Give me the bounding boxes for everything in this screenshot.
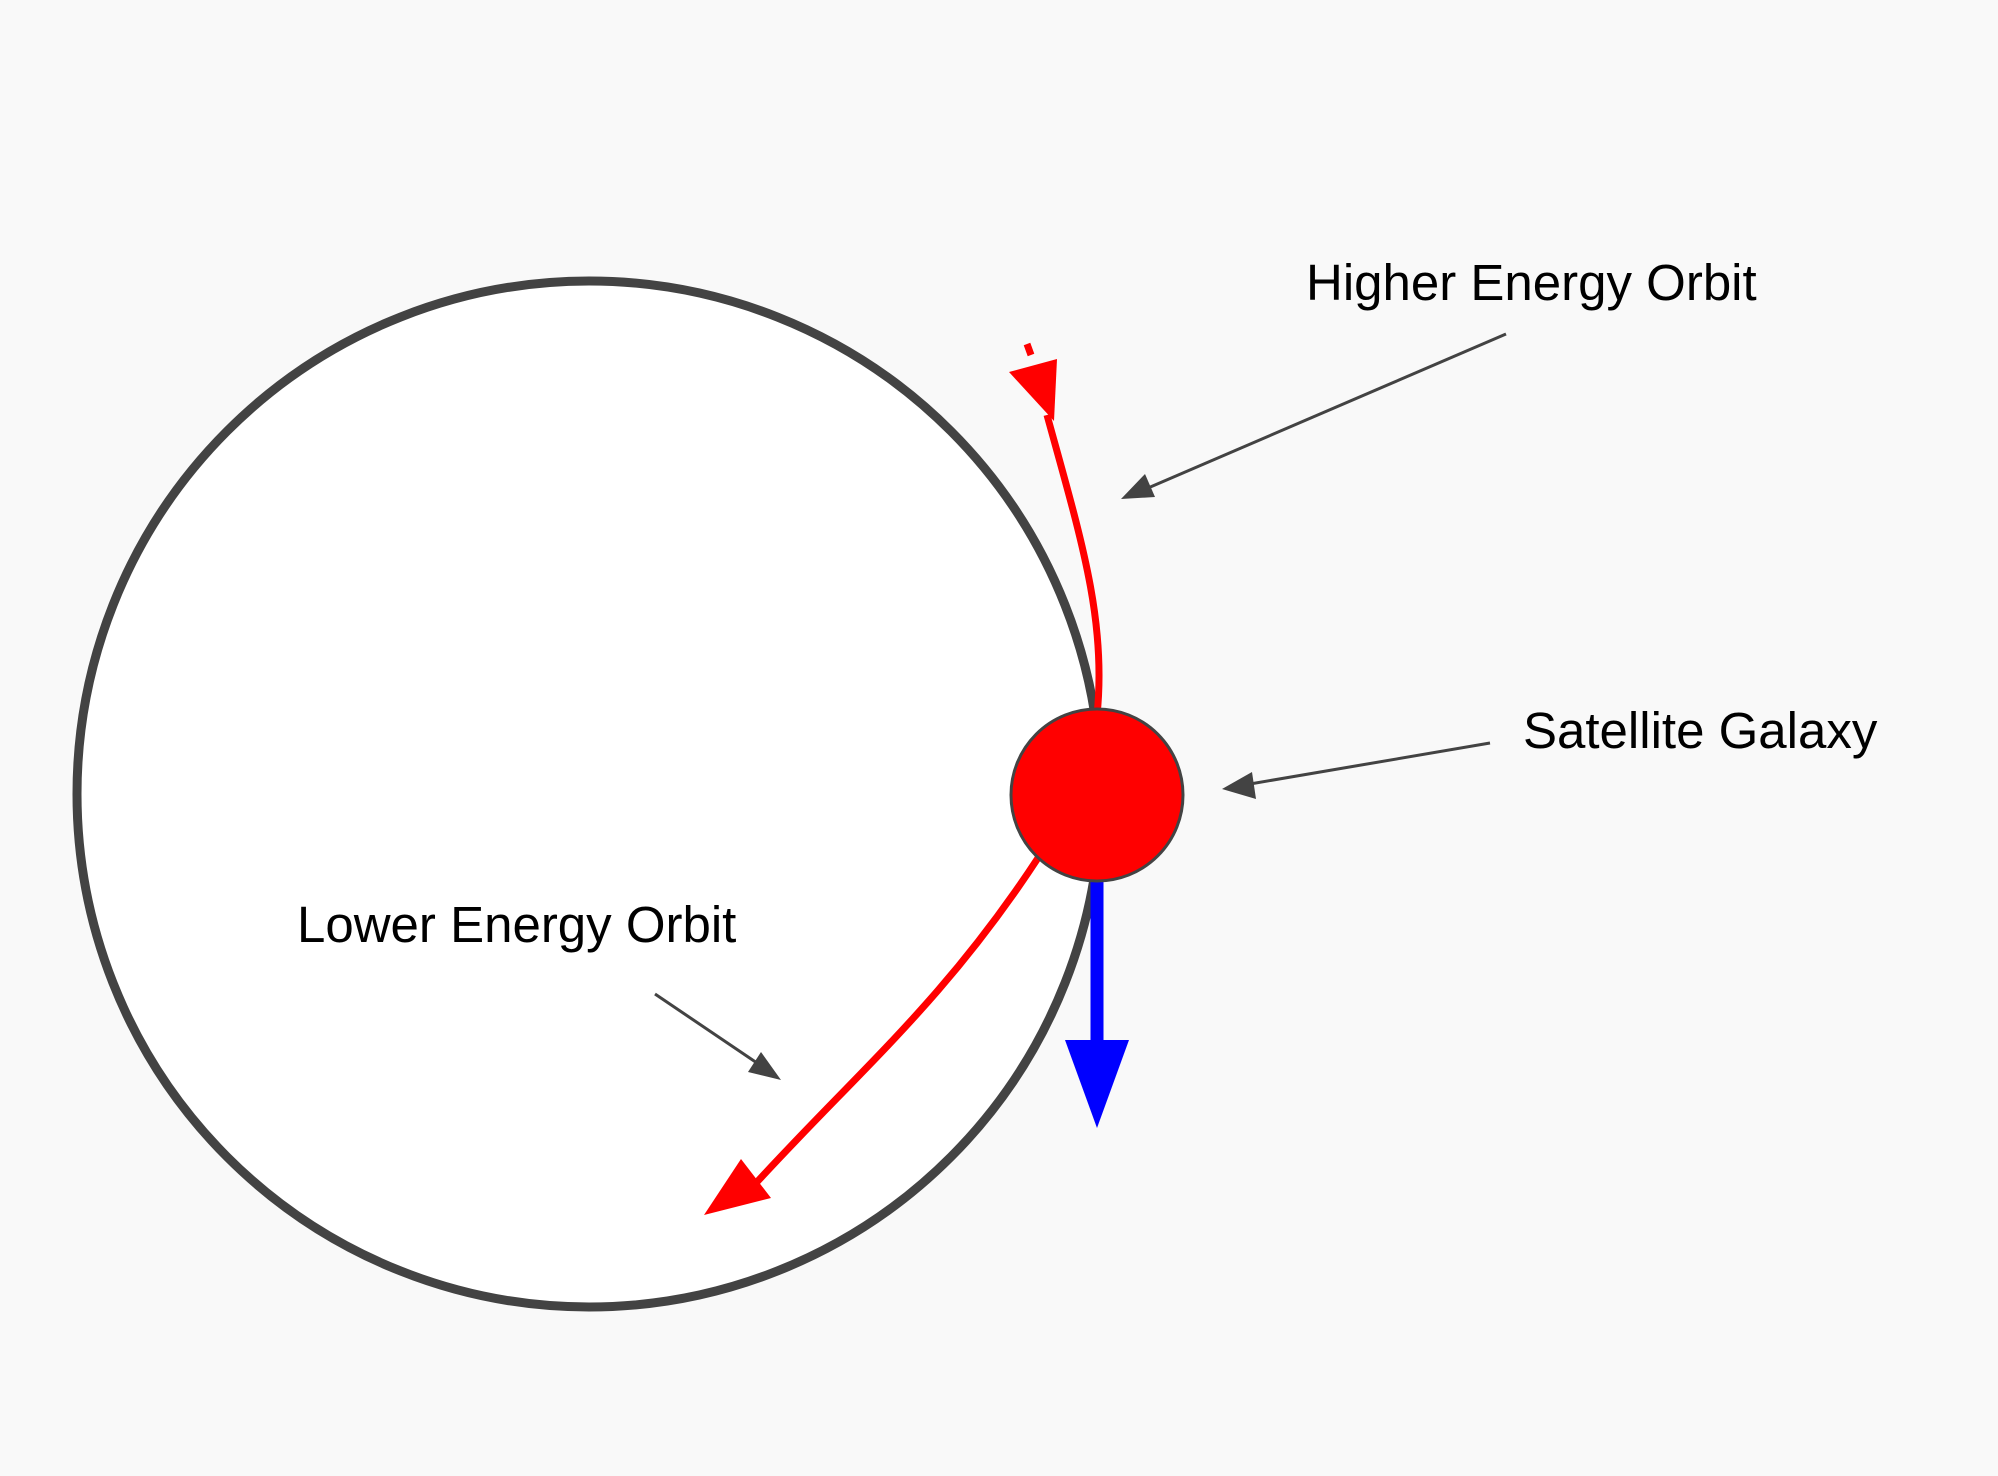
lower-energy-orbit-label: Lower Energy Orbit [297, 896, 736, 953]
higher-energy-orbit-arrowhead [1009, 359, 1057, 421]
lower-energy-pointer-head [748, 1052, 781, 1080]
lower-energy-orbit-path [754, 856, 1041, 1185]
main-orbit-circle [72, 276, 1106, 1312]
satellite-galaxy [1009, 707, 1185, 883]
velocity-arrow-head [1065, 1040, 1129, 1128]
higher-energy-orbit-tail [1023, 342, 1035, 357]
satellite-galaxy-pointer-line [1249, 741, 1491, 786]
satellite-galaxy-label: Satellite Galaxy [1523, 702, 1878, 759]
satellite-galaxy-pointer-head [1222, 772, 1256, 799]
higher-energy-pointer-head [1121, 474, 1155, 499]
higher-energy-pointer-line [1147, 332, 1507, 490]
lower-energy-orbit-arrowhead [704, 1159, 771, 1215]
higher-energy-orbit-label: Higher Energy Orbit [1306, 254, 1757, 311]
lower-energy-pointer-line [654, 992, 761, 1067]
higher-energy-orbit-path [1043, 414, 1103, 716]
